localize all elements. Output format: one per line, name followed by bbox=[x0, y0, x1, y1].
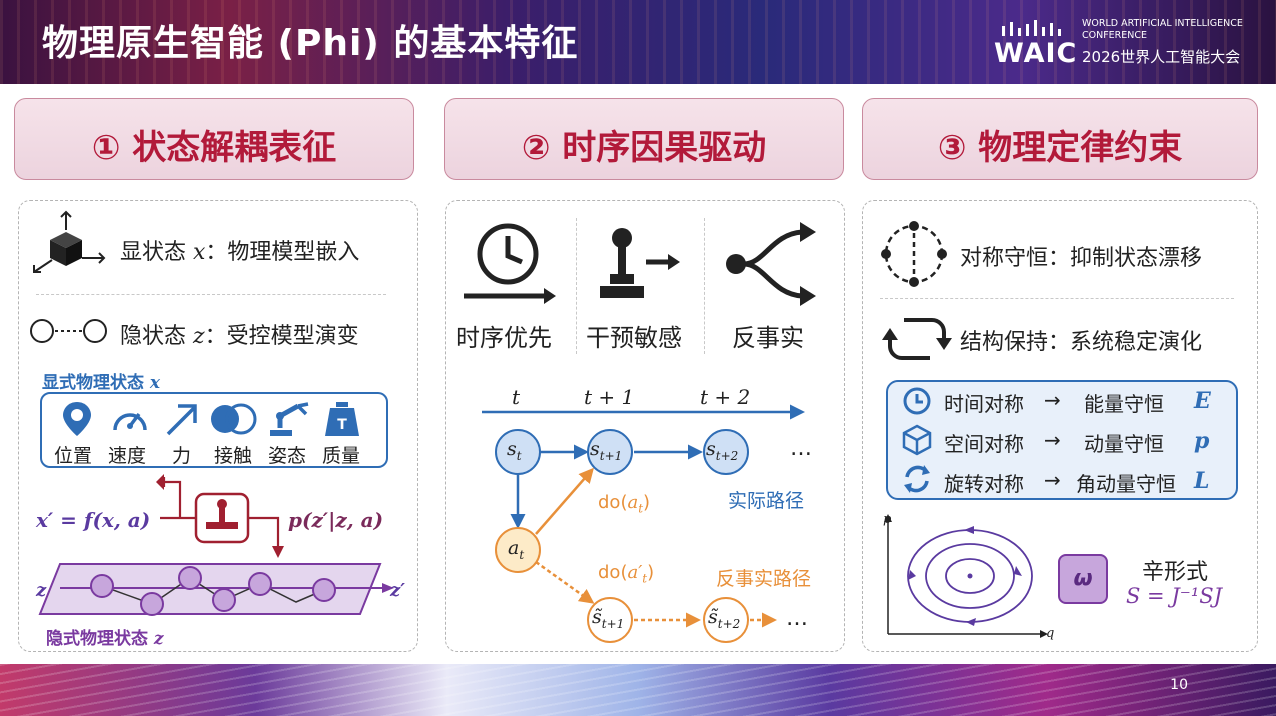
item-label-contact: 接触 bbox=[214, 445, 253, 467]
actual-path-label: 实际路径 bbox=[728, 490, 805, 512]
item-label-position: 位置 bbox=[54, 445, 93, 467]
divider bbox=[880, 298, 1234, 299]
z-output-label: z′ bbox=[390, 580, 405, 601]
node-a-t: at bbox=[508, 537, 525, 562]
omega-box: ω bbox=[1058, 554, 1108, 604]
section-header-1: ① 状态解耦表征 bbox=[14, 98, 414, 180]
item-label-mass: 质量 bbox=[322, 445, 361, 467]
weight-icon: T bbox=[325, 402, 359, 436]
axis-p-label: p bbox=[883, 512, 892, 527]
node-cf-s-t1: s̃t+1 bbox=[592, 606, 625, 631]
phase-space-plot bbox=[884, 514, 1048, 638]
section-header-3: ③ 物理定律约束 bbox=[862, 98, 1258, 180]
branch-icon bbox=[726, 222, 816, 306]
svg-text:T: T bbox=[337, 417, 347, 433]
header-bar: 物理原生智能 (Phi) 的基本特征 WAIC WORLD ARTIFICIAL… bbox=[0, 0, 1276, 84]
logo-cn: 2026世界人工智能大会 bbox=[1082, 48, 1241, 66]
do-counterfactual-label: do(a′t) bbox=[598, 562, 655, 586]
causal-graph bbox=[482, 404, 805, 643]
divider bbox=[704, 218, 705, 354]
cycle-structure-icon bbox=[882, 318, 952, 360]
axis-q-label: q bbox=[1046, 626, 1055, 641]
axes-cube-icon bbox=[33, 210, 106, 273]
arrow-1: → bbox=[1044, 388, 1061, 412]
node-s-t1: st+1 bbox=[590, 438, 623, 463]
footer-bar: 10 bbox=[0, 664, 1276, 716]
energy-conservation: 能量守恒 bbox=[1084, 392, 1164, 416]
latent-dynamics-diagram bbox=[38, 474, 394, 616]
label-intervention-sensitive: 干预敏感 bbox=[586, 324, 682, 352]
divider bbox=[36, 294, 386, 295]
equation-explicit: x′ = f(x, a) bbox=[36, 508, 151, 532]
time-symmetry: 时间对称 bbox=[944, 392, 1024, 416]
explicit-state-row: 显状态 x：物理模型嵌入 bbox=[120, 240, 360, 265]
section-header-2: ② 时序因果驱动 bbox=[444, 98, 844, 180]
counterfactual-path-label: 反事实路径 bbox=[716, 568, 812, 590]
logo-dots-icon bbox=[1002, 20, 1061, 36]
node-cf-s-t2: s̃t+2 bbox=[708, 606, 741, 631]
equation-latent: p(z′|z, a) bbox=[288, 508, 384, 532]
force-arrow-icon bbox=[166, 404, 197, 436]
speedometer-icon bbox=[113, 412, 147, 431]
item-label-velocity: 速度 bbox=[108, 445, 147, 467]
var-angular: L bbox=[1194, 468, 1210, 494]
item-label-force: 力 bbox=[172, 445, 192, 467]
contact-circles-icon bbox=[211, 403, 257, 435]
latent-link-icon bbox=[30, 319, 107, 343]
structure-row: 结构保持：系统稳定演化 bbox=[960, 330, 1203, 355]
node-s-t: st bbox=[507, 438, 522, 463]
rotate-icon bbox=[904, 465, 930, 493]
ellipsis-counterfactual: … bbox=[786, 606, 808, 631]
conservation-row: 对称守恒：抑制状态漂移 bbox=[960, 246, 1203, 271]
node-s-t2: st+2 bbox=[706, 438, 739, 463]
clock-icon bbox=[903, 387, 931, 415]
var-energy: E bbox=[1194, 388, 1211, 414]
arrow-2: → bbox=[1044, 428, 1061, 452]
clock-arrow-icon bbox=[464, 223, 556, 304]
time-label-t2: t + 2 bbox=[700, 385, 751, 409]
rotation-symmetry: 旋转对称 bbox=[944, 472, 1024, 496]
cube-icon bbox=[902, 424, 932, 456]
symplectic-title: 辛形式 bbox=[1142, 560, 1209, 585]
do-intervention-label: do(at) bbox=[598, 492, 651, 516]
panel-temporal-causal bbox=[445, 200, 845, 652]
arrow-3: → bbox=[1044, 468, 1061, 492]
divider bbox=[576, 218, 577, 354]
symplectic-equation: S = J⁻¹SJ bbox=[1126, 584, 1223, 608]
explicit-box-title: 显式物理状态 x bbox=[42, 373, 161, 393]
angular-momentum-conservation: 角动量守恒 bbox=[1076, 472, 1176, 496]
ellipsis-actual: … bbox=[790, 436, 812, 461]
page-number: 10 bbox=[1170, 677, 1188, 693]
time-label-t1: t + 1 bbox=[584, 385, 635, 409]
symmetry-table bbox=[886, 380, 1238, 500]
latent-box-title: 隐式物理状态 z bbox=[46, 629, 164, 649]
label-temporal-priority: 时序优先 bbox=[456, 324, 552, 352]
logo-mark: WAIC bbox=[994, 38, 1078, 69]
space-symmetry: 空间对称 bbox=[944, 432, 1024, 456]
z-input-label: z bbox=[36, 580, 47, 601]
item-label-pose: 姿态 bbox=[268, 445, 307, 467]
label-counterfactual: 反事实 bbox=[732, 324, 804, 352]
robot-arm-icon bbox=[270, 402, 309, 436]
joystick-icon bbox=[600, 228, 680, 298]
var-momentum: p bbox=[1194, 428, 1210, 454]
time-label-t: t bbox=[512, 385, 521, 409]
momentum-conservation: 动量守恒 bbox=[1084, 432, 1164, 456]
location-pin-icon bbox=[63, 402, 91, 436]
latent-state-row: 隐状态 z：受控模型演变 bbox=[120, 324, 359, 349]
symmetry-circle-icon bbox=[881, 221, 947, 287]
slide-title: 物理原生智能 (Phi) 的基本特征 bbox=[42, 23, 579, 64]
